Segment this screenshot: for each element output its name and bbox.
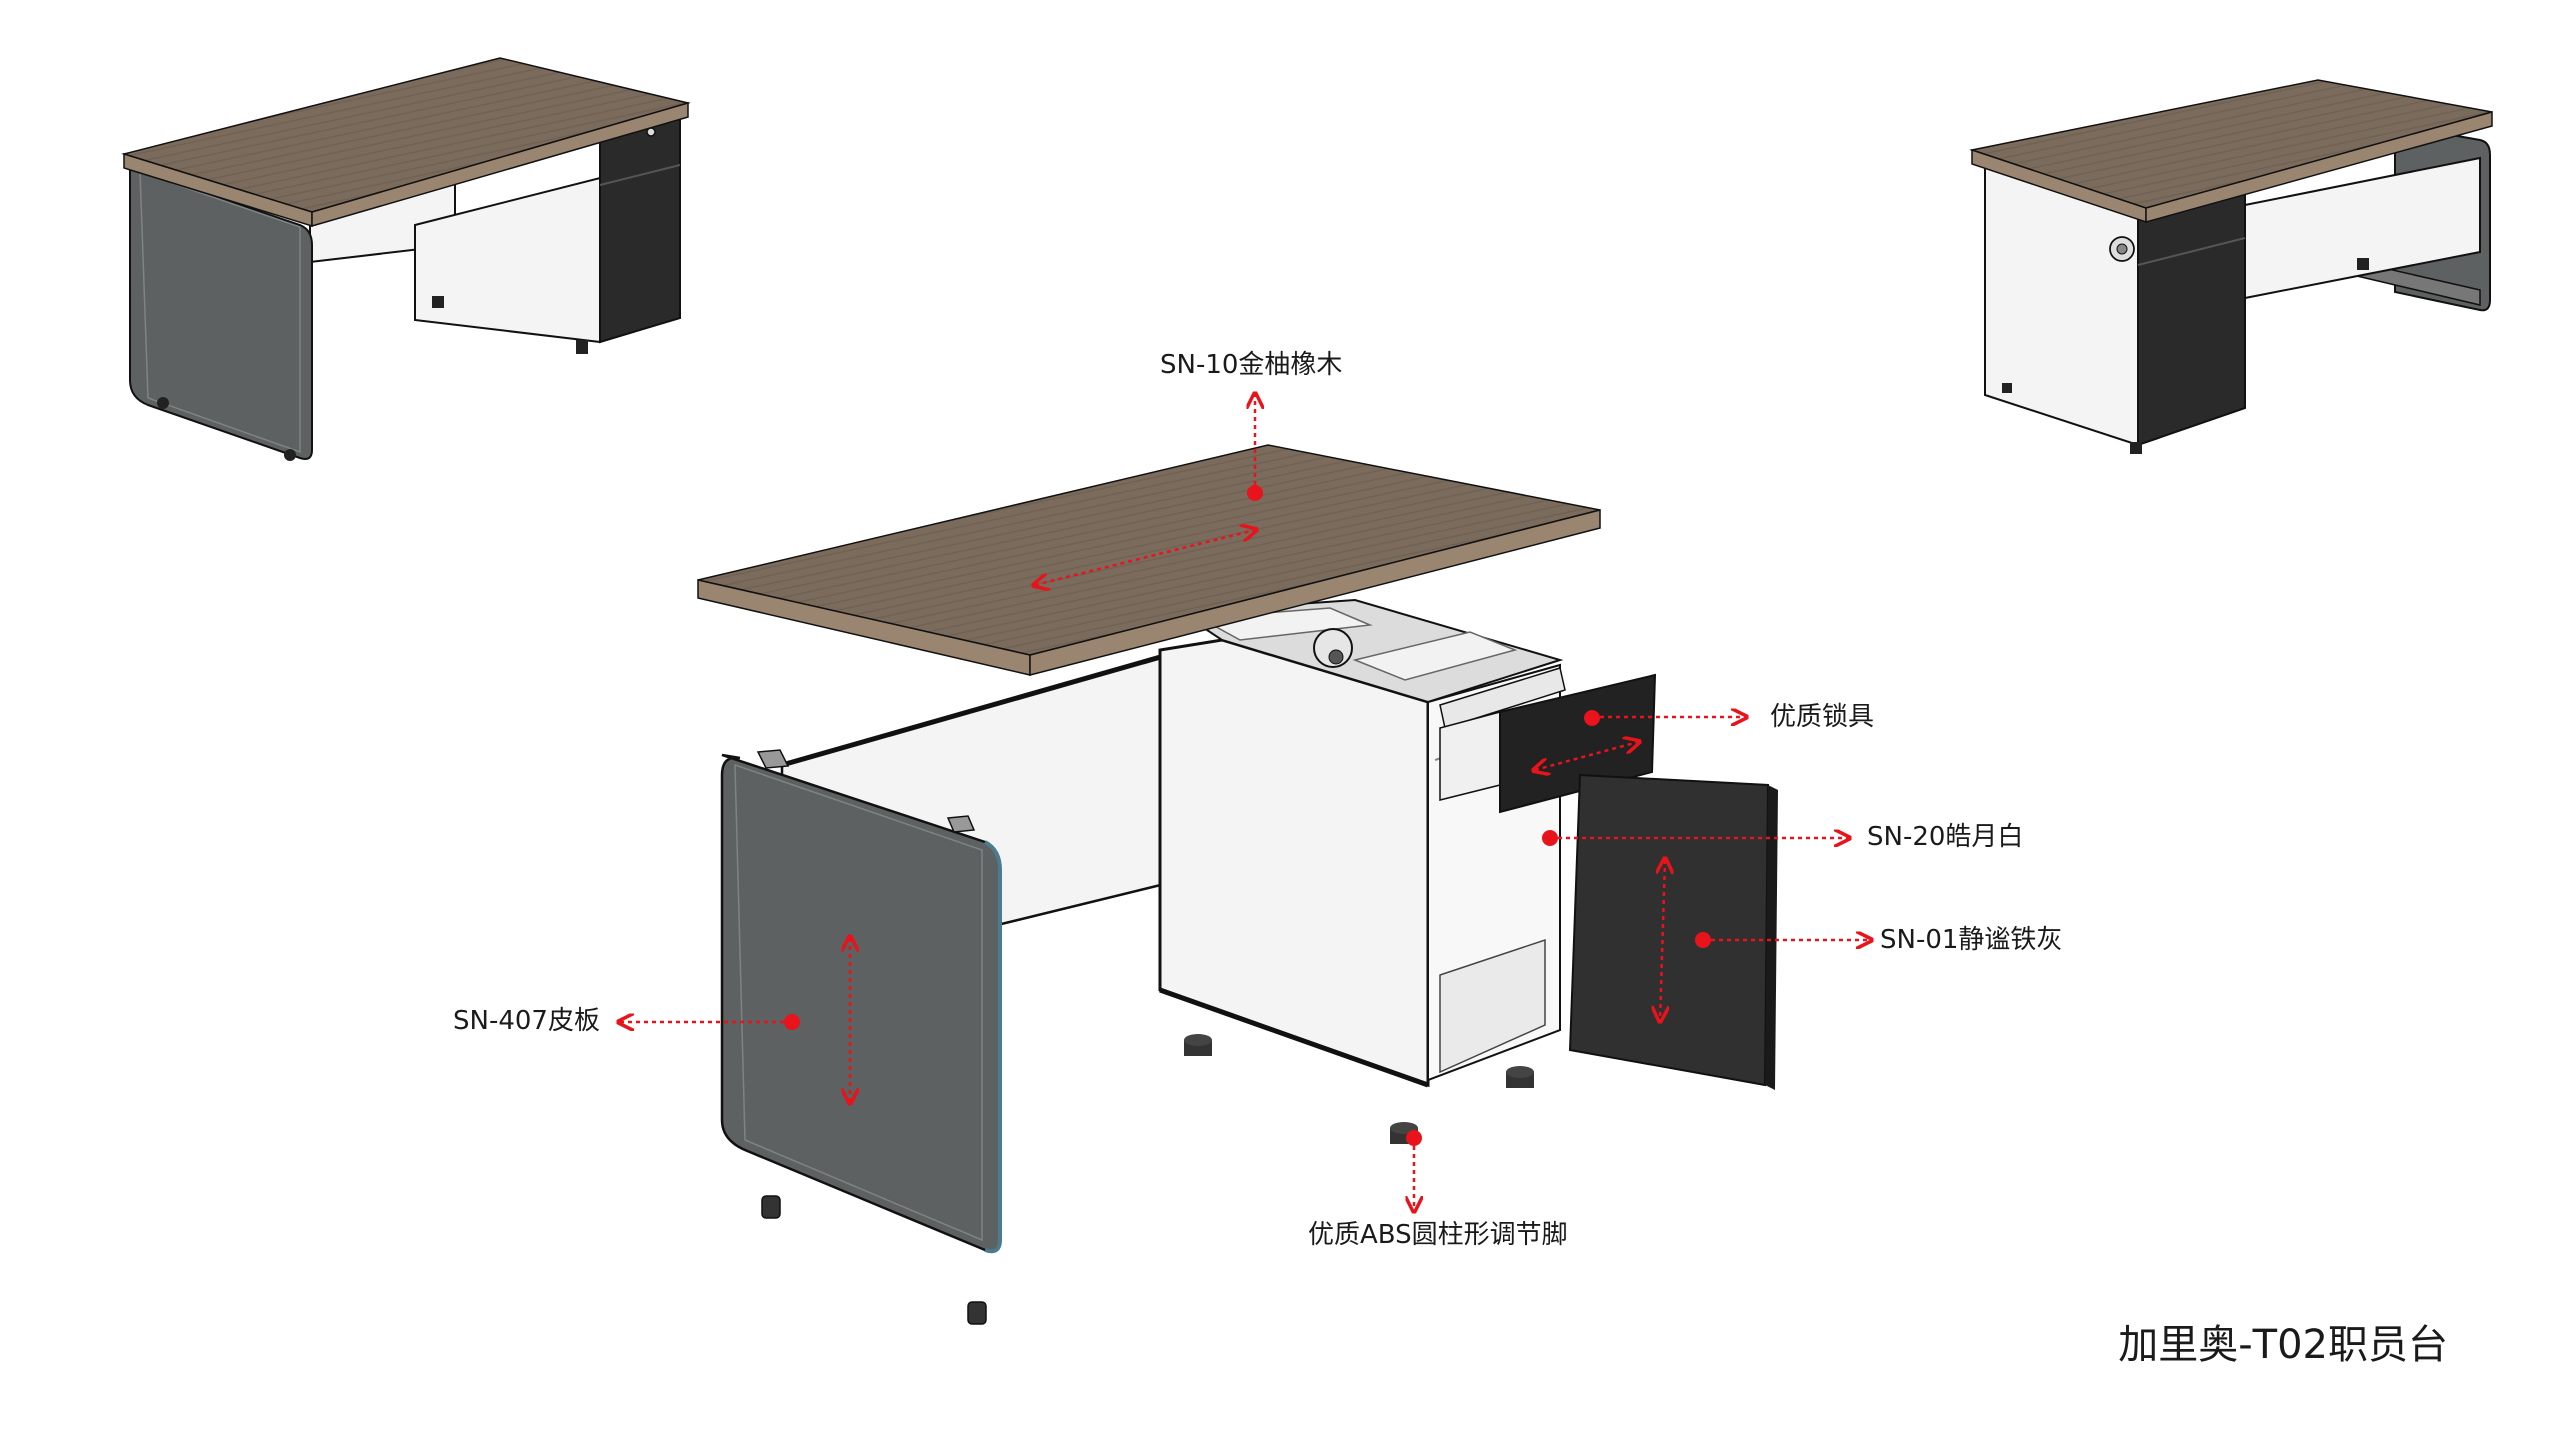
label-white-panel: SN-20皓月白 [1867,824,2023,850]
exploded-desk [698,445,1778,1324]
label-feet: 优质ABS圆柱形调节脚 [1308,1222,1568,1248]
product-title: 加里奥-T02职员台 [2118,1312,2448,1370]
label-top-material: SN-10金柚橡木 [1160,352,1342,378]
label-leather-panel: SN-407皮板 [453,1008,600,1034]
desk-view-back-right [1972,80,2492,454]
desk-view-front-left [124,58,688,461]
label-lock: 优质锁具 [1770,704,1874,730]
label-dark-panel: SN-01静谧铁灰 [1880,927,2062,953]
